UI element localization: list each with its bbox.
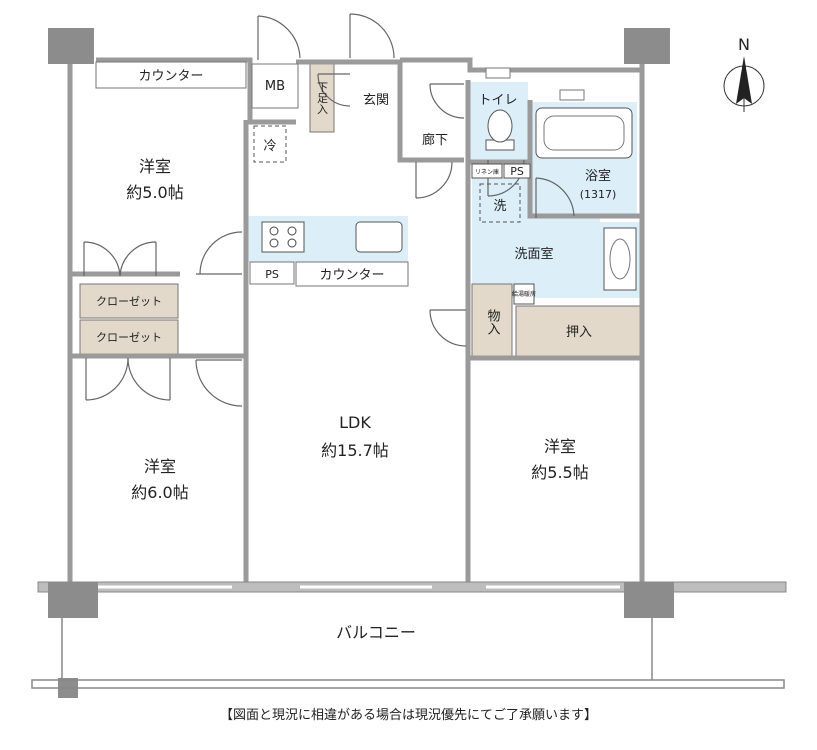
water-heater-label: 給湯暖房 [512, 290, 536, 298]
washer-space [479, 183, 521, 223]
disclaimer-text: 【図面と現況に相違がある場合は現況優先にてご了承願います】 [219, 708, 597, 723]
linen-label: リネン庫 [475, 168, 499, 176]
water-heater-box [513, 283, 535, 305]
linen-box [471, 163, 503, 179]
bedroom-se-name: 洋室 [544, 437, 576, 456]
fridge-label: 冷 [263, 139, 276, 154]
bedroom-se-area: 約5.5帖 [531, 463, 588, 482]
bath-name: 浴室 [585, 168, 611, 184]
counter-kitchen-label: カウンター [319, 268, 384, 283]
washroom-label: 洗面室 [514, 246, 553, 262]
oshiire-label: 押入 [566, 325, 592, 340]
balcony-label: バルコニー [336, 623, 416, 642]
ps-kitchen-label: PS [265, 268, 279, 281]
shoe-box-label: 下足入 [316, 82, 329, 115]
bedroom-sw-area: 約6.0帖 [131, 483, 188, 502]
bedroom-nw-name: 洋室 [139, 157, 171, 176]
meter-box [251, 63, 299, 109]
washer-label: 洗 [493, 199, 506, 214]
balcony-railing [31, 618, 785, 689]
meter-box-label: MB [265, 79, 285, 94]
ldk-name: LDK [339, 413, 371, 432]
bedroom-nw-area: 約5.0帖 [126, 183, 183, 202]
windows [95, 61, 585, 101]
kitchen-counter [249, 221, 409, 287]
toilet-fixture [485, 109, 515, 151]
counter-nw-label: カウンター [138, 69, 203, 84]
storage-label: 物入 [485, 309, 501, 335]
pillars [48, 28, 674, 698]
toilet-label: トイレ [478, 93, 517, 108]
ldk-area: 約15.7帖 [321, 441, 389, 460]
ps-box-bath [503, 163, 531, 179]
north-label: N [738, 35, 750, 54]
north-arrow-icon [736, 56, 752, 104]
washbasin [603, 227, 637, 291]
doors [83, 13, 575, 407]
fridge-space [253, 125, 287, 163]
entrance-label: 玄関 [363, 93, 389, 108]
closet-1-label: クローゼット [96, 295, 162, 308]
storage-areas [79, 63, 643, 357]
bathtub [535, 107, 633, 159]
compass [723, 56, 765, 112]
hallway-label: 廊下 [422, 132, 448, 148]
ps-bath-label: PS [510, 165, 524, 178]
bath-size: (1317) [580, 188, 617, 201]
closet-2-label: クローゼット [96, 331, 162, 344]
bedroom-sw-name: 洋室 [144, 457, 176, 476]
walls [67, 57, 645, 584]
exterior-wall-south [37, 581, 787, 593]
